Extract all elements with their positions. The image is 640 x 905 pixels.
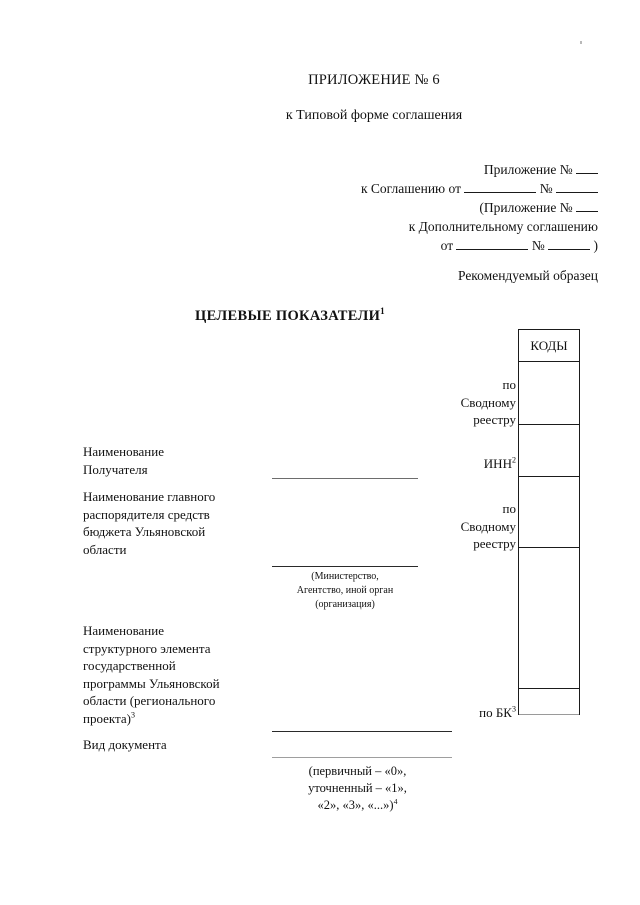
field-label-structural-element-line2: структурного элемента — [83, 640, 211, 656]
field-label-chief-manager-line2: распорядителя средств — [83, 506, 210, 522]
field-rule-recipient[interactable] — [272, 478, 418, 479]
reference-line-agreement-date: к Соглашению от № — [300, 179, 598, 198]
codes-table: КОДЫ — [518, 329, 580, 715]
field-label-structural-element-footnote: 3 — [130, 710, 136, 720]
codes-table-header: КОДЫ — [519, 330, 579, 362]
reference-appendix-label: Приложение № — [483, 162, 573, 177]
scan-artifact — [580, 41, 582, 44]
field-note-document-type-footnote: 4 — [393, 796, 398, 806]
label-consolidated-registry-2-line3: реестру — [473, 536, 516, 551]
reference-agreement-number-label: № — [539, 181, 553, 196]
field-label-structural-element: Наименование структурного элемента госуд… — [83, 622, 263, 727]
reference-appendix-blank — [576, 173, 598, 174]
field-label-structural-element-line1: Наименование — [83, 623, 164, 638]
label-by-bk-text: по БК — [479, 705, 512, 720]
label-consolidated-registry-1: по Сводному реестру — [366, 376, 516, 429]
field-label-chief-manager: Наименование главного распорядителя сред… — [83, 488, 263, 558]
field-rule-structural-element[interactable] — [272, 731, 452, 732]
reference-line-supplementary-agreement: к Дополнительному соглашению — [408, 219, 598, 234]
field-note-chief-manager-line1: (Министерство, — [311, 571, 379, 582]
reference-supplementary-from-label: от — [440, 238, 454, 253]
agreement-reference-block: Приложение № к Соглашению от № (Приложен… — [300, 160, 598, 255]
reference-supplementary-number-label: № — [531, 238, 545, 253]
label-inn-text: ИНН — [483, 456, 512, 471]
appendix-subtitle: к Типовой форме соглашения — [285, 108, 463, 123]
field-note-chief-manager-line3: (организация) — [315, 599, 375, 610]
label-by-bk: по БК3 — [366, 704, 516, 722]
codes-cell-document-type[interactable] — [519, 689, 579, 715]
field-note-document-type-line1: (первичный – «0», — [308, 764, 407, 778]
codes-cell-consolidated-registry-2[interactable] — [519, 477, 579, 548]
label-by-bk-footnote: 3 — [511, 704, 516, 714]
field-label-recipient-line2: Получателя — [83, 461, 148, 477]
field-rule-document-type[interactable] — [272, 757, 452, 758]
label-inn: ИНН2 — [366, 455, 516, 473]
codes-cell-consolidated-registry-1[interactable] — [519, 362, 579, 425]
field-label-structural-element-line5: области (регионального — [83, 693, 216, 708]
field-label-structural-element-line6: проекта)3 — [83, 710, 263, 728]
reference-closing-paren: ) — [593, 238, 599, 253]
field-note-chief-manager-line2: Агентство, иной орган — [296, 585, 394, 596]
reference-line-sub-appendix: (Приложение № — [300, 198, 598, 217]
reference-sub-appendix-label: (Приложение № — [479, 200, 573, 215]
label-consolidated-registry-2-line2: Сводному — [460, 518, 516, 534]
recommended-sample-note: Рекомендуемый образец — [457, 268, 598, 283]
codes-cell-inn[interactable] — [519, 425, 579, 477]
reference-line-appendix-number: Приложение № — [300, 160, 598, 179]
field-note-document-type: (первичный – «0», уточненный – «1», «2»,… — [255, 763, 460, 814]
field-note-document-type-line3-text: «2», «3», «...») — [317, 798, 394, 812]
label-consolidated-registry-1-line3: реестру — [473, 412, 516, 427]
appendix-title: ПРИЛОЖЕНИЕ № 6 — [308, 72, 440, 88]
field-label-chief-manager-line3: бюджета Ульяновской — [83, 524, 206, 539]
field-label-structural-element-line6-text: проекта) — [83, 710, 131, 726]
field-label-structural-element-line3: государственной — [83, 658, 176, 673]
page-title-text: ЦЕЛЕВЫЕ ПОКАЗАТЕЛИ — [195, 308, 381, 324]
label-consolidated-registry-2: по Сводному реестру — [366, 500, 516, 553]
reference-supplementary-number-blank — [548, 249, 591, 250]
reference-line-supplementary-date: от № ) — [300, 236, 598, 255]
label-consolidated-registry-2-line1: по — [502, 501, 516, 516]
label-inn-footnote: 2 — [511, 455, 516, 465]
field-label-chief-manager-line4: области — [83, 541, 127, 557]
field-label-recipient: Наименование Получателя — [83, 443, 263, 478]
reference-supplementary-date-blank — [456, 249, 529, 250]
reference-agreement-date-blank — [464, 192, 537, 193]
page-title: ЦЕЛЕВЫЕ ПОКАЗАТЕЛИ1 — [60, 306, 520, 325]
field-label-structural-element-line4: программы Ульяновской — [83, 675, 220, 691]
reference-sub-appendix-blank — [576, 211, 598, 212]
field-note-document-type-line3: «2», «3», «...»)4 — [255, 797, 460, 814]
label-consolidated-registry-1-line1: по — [502, 377, 516, 392]
label-consolidated-registry-1-line2: Сводному — [460, 394, 516, 410]
field-label-chief-manager-line1: Наименование главного — [83, 489, 216, 504]
codes-cell-by-bk[interactable] — [519, 548, 579, 689]
reference-agreement-label: к Соглашению от — [360, 181, 461, 196]
field-label-document-type: Вид документа — [83, 737, 167, 752]
reference-agreement-number-blank — [556, 192, 598, 193]
field-note-chief-manager: (Министерство, Агентство, иной орган (ор… — [272, 570, 418, 612]
page-title-footnote: 1 — [380, 306, 385, 317]
field-rule-chief-manager[interactable] — [272, 566, 418, 567]
field-note-document-type-line2: уточненный – «1», — [308, 781, 407, 795]
field-label-recipient-line1: Наименование — [83, 444, 164, 459]
